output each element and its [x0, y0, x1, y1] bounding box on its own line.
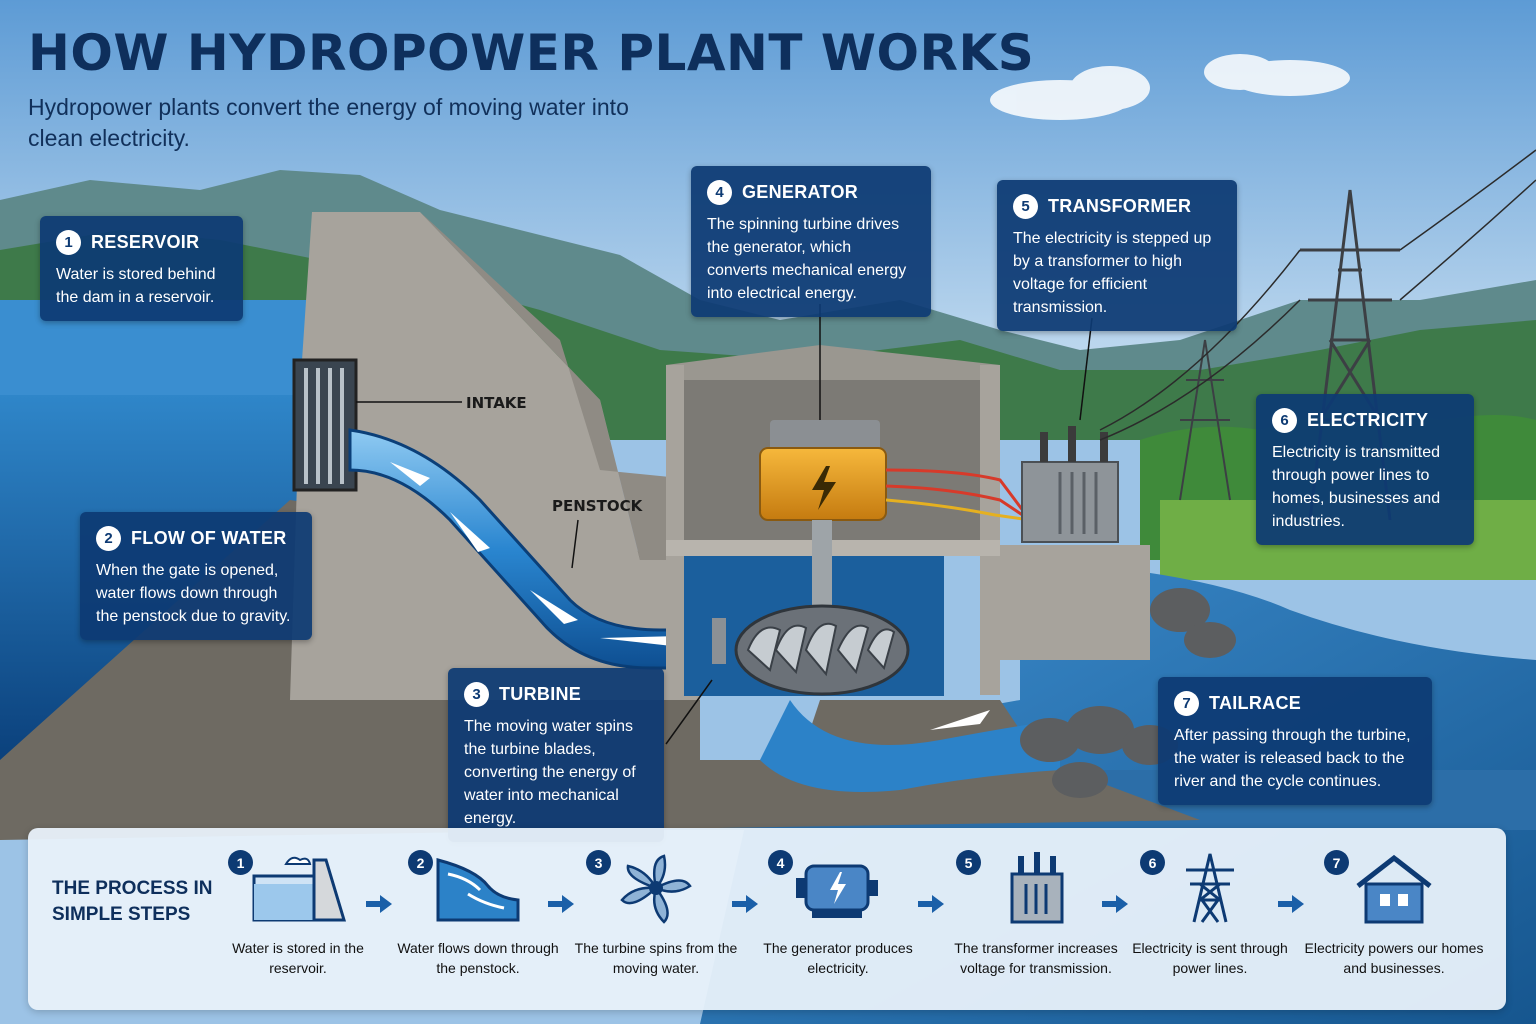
powerhouse-left-wall — [666, 365, 684, 695]
step-arrow-icon — [366, 895, 392, 913]
transformer-icon — [1010, 852, 1064, 924]
callout-body: Electricity is transmitted through power… — [1272, 444, 1441, 530]
power-lines — [1099, 149, 1536, 441]
callout-number: 2 — [96, 526, 121, 551]
transmission-tower-small — [1179, 339, 1231, 501]
step-number: 1 — [228, 850, 253, 875]
step-number: 5 — [956, 850, 981, 875]
page-title: HOW HYDROPOWER PLANT WORKS — [28, 24, 1035, 82]
callout-flow-of-water: 2 FLOW OF WATER When the gate is opened, … — [80, 512, 312, 640]
step-caption: Electricity powers our homes and busines… — [1304, 940, 1484, 976]
turbine-icon — [620, 854, 692, 924]
intake-bars — [304, 368, 344, 484]
tailrace-arrow — [930, 710, 990, 730]
step-number: 3 — [586, 850, 611, 875]
tailrace-channel — [760, 700, 1060, 792]
step-number: 6 — [1140, 850, 1165, 875]
process-step-5: 5 The transformer increases voltage for … — [936, 846, 1136, 978]
process-step-6: 6 Electricity is sent through power line… — [1120, 846, 1300, 978]
house-icon — [1356, 854, 1432, 924]
step-caption: Water is stored in the reservoir. — [232, 940, 364, 976]
step-number: 7 — [1324, 850, 1349, 875]
clouds — [990, 54, 1350, 120]
callout-body: The moving water spins the turbine blade… — [464, 718, 636, 827]
step-caption: The transformer increases voltage for tr… — [954, 940, 1118, 976]
callout-number: 5 — [1013, 194, 1038, 219]
process-step-7: 7 Electricity powers our homes and busin… — [1304, 846, 1484, 978]
callout-title: TRANSFORMER — [1048, 196, 1192, 216]
process-step-2: 2 Water flows down through the penstock. — [388, 846, 568, 978]
step-arrow-icon — [732, 895, 758, 913]
intake-gate — [292, 358, 358, 492]
transformer-unit — [1021, 426, 1119, 543]
generator-icon — [796, 864, 878, 918]
step-arrow-icon — [918, 895, 944, 913]
callout-title: GENERATOR — [742, 182, 859, 202]
cables — [885, 468, 1032, 522]
callout-tailrace: 7 TAILRACE After passing through the turb… — [1158, 677, 1432, 805]
page-subtitle: Hydropower plants convert the energy of … — [28, 94, 629, 151]
turbine-shaft — [812, 520, 832, 610]
callout-reservoir: 1 RESERVOIR Water is stored behind the da… — [40, 216, 243, 321]
reservoir-dam-icon — [252, 856, 347, 922]
dam-face — [420, 212, 700, 560]
process-step-4: 4 The generator produces electricity. — [748, 846, 928, 978]
step-caption: The generator produces electricity. — [763, 940, 913, 976]
callout-number: 7 — [1174, 691, 1199, 716]
turbine-flange — [712, 618, 726, 664]
intake-label: INTAKE — [466, 394, 527, 412]
callout-electricity: 6 ELECTRICITY Electricity is transmitted … — [1256, 394, 1474, 545]
powerhouse-roof — [666, 345, 1000, 380]
step-arrow-icon — [1278, 895, 1304, 913]
callout-number: 4 — [707, 180, 732, 205]
step-caption: The turbine spins from the moving water. — [574, 940, 738, 976]
callout-title: ELECTRICITY — [1307, 410, 1429, 430]
callout-transformer: 5 TRANSFORMER The electricity is stepped … — [997, 180, 1237, 331]
step-caption: Water flows down through the penstock. — [397, 940, 559, 976]
callout-body: Water is stored behind the dam in a rese… — [56, 266, 216, 306]
callout-title: RESERVOIR — [91, 232, 200, 252]
callout-body: When the gate is opened, water flows dow… — [96, 562, 291, 625]
leader-lines — [356, 304, 1093, 745]
step-caption: Electricity is sent through power lines. — [1132, 940, 1288, 976]
dam-body — [290, 212, 700, 700]
generator-top — [770, 420, 880, 454]
callout-title: TURBINE — [499, 684, 582, 704]
callout-title: TAILRACE — [1209, 693, 1302, 713]
callout-number: 1 — [56, 230, 81, 255]
callout-body: After passing through the turbine, the w… — [1174, 727, 1411, 790]
penstock-label: PENSTOCK — [552, 497, 643, 515]
annex-building — [1000, 545, 1150, 660]
step-arrow-icon — [548, 895, 574, 913]
step-number: 4 — [768, 850, 793, 875]
power-tower-icon — [1186, 853, 1234, 923]
callout-turbine: 3 TURBINE The moving water spins the turb… — [448, 668, 664, 842]
step-number: 2 — [408, 850, 433, 875]
powerhouse-floor — [666, 540, 1000, 556]
rocks — [1020, 588, 1236, 798]
flow-arrows — [390, 462, 680, 646]
powerhouse-right-wall — [980, 365, 1000, 695]
callout-body: The electricity is stepped up by a trans… — [1013, 230, 1212, 316]
turbine-blades — [746, 622, 896, 677]
callout-generator: 4 GENERATOR The spinning turbine drives t… — [691, 166, 931, 317]
callout-number: 6 — [1272, 408, 1297, 433]
process-step-1: 1 Water is stored in the reservoir. — [208, 846, 388, 978]
water-flow-icon — [436, 858, 520, 922]
process-title: THE PROCESS IN SIMPLE STEPS — [52, 878, 213, 925]
callout-title: FLOW OF WATER — [131, 528, 287, 548]
callout-number: 3 — [464, 682, 489, 707]
callout-body: The spinning turbine drives the generato… — [707, 216, 907, 302]
process-step-3: 3 The turbine spins from the moving wate… — [566, 846, 746, 978]
generator-bolt-icon — [812, 466, 836, 510]
process-panel: THE PROCESS IN SIMPLE STEPS 1 Water is s… — [28, 828, 1506, 1010]
step-arrow-icon — [1102, 895, 1128, 913]
